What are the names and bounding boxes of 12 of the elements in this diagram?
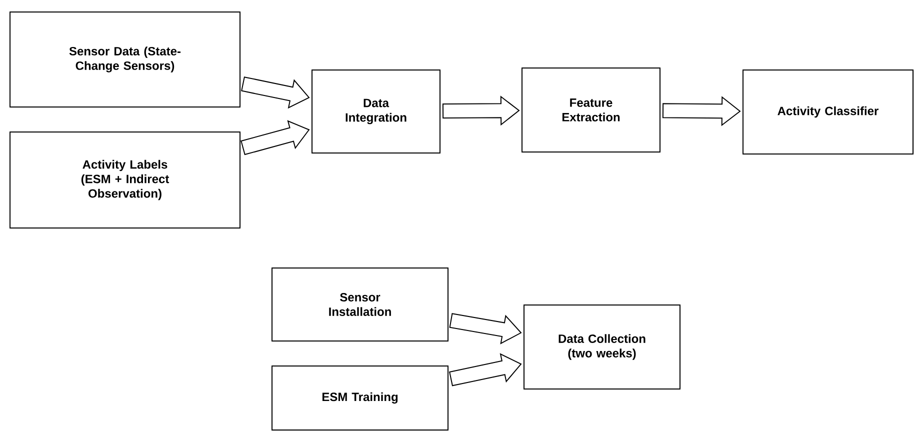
block-arrow (240, 120, 310, 156)
process-box: Sensor Data (State-Change Sensors) (10, 12, 240, 108)
process-box: ESM Training (272, 365, 448, 430)
process-box: Data Integration (312, 70, 440, 154)
process-box: Sensor Installation (272, 267, 448, 342)
process-box: Data Collection (two weeks) (524, 304, 680, 390)
block-arrow (662, 96, 741, 126)
process-box: Activity Labels (ESM + Indirect Observation) (10, 132, 240, 228)
block-arrow (449, 313, 522, 344)
process-box: Feature Extraction (522, 68, 660, 152)
process-box: Activity Classifier (742, 70, 914, 154)
block-arrow (442, 96, 520, 126)
